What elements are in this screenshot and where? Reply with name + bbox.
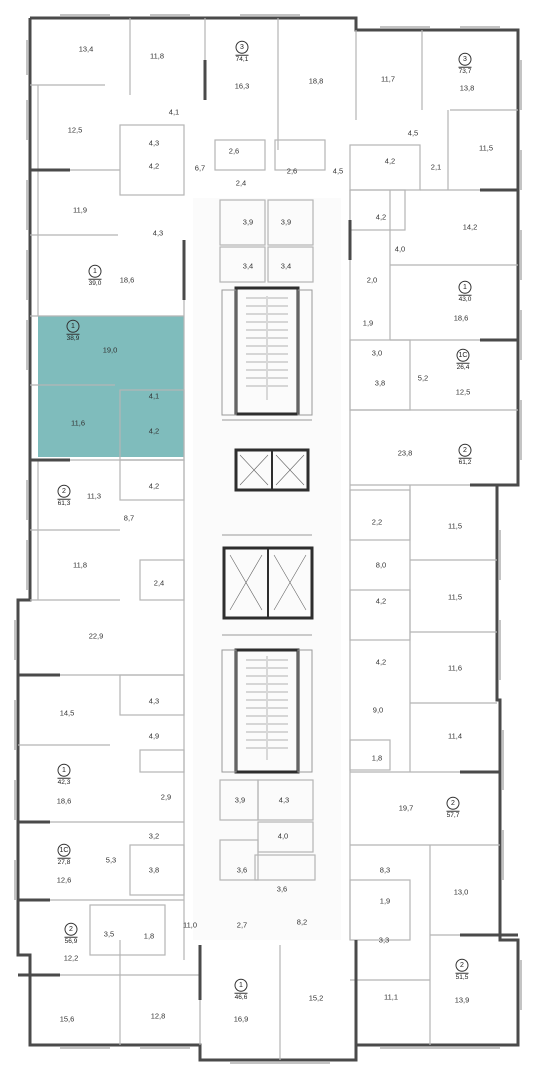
outer-walls xyxy=(16,16,520,1062)
core xyxy=(221,286,314,774)
inner-walls xyxy=(18,18,518,1060)
party-walls xyxy=(18,60,518,1045)
window-marks xyxy=(14,14,522,1064)
selected-apartment-fill[interactable] xyxy=(38,316,184,457)
